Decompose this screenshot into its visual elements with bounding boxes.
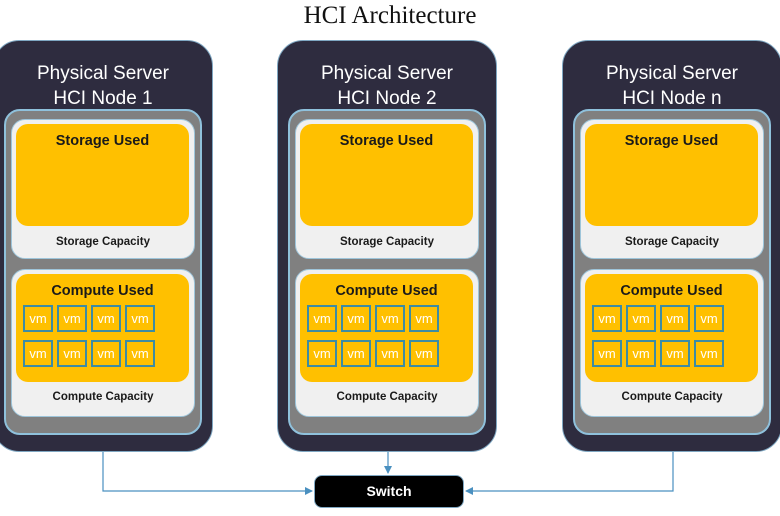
- vm-box: vm: [57, 305, 87, 332]
- storage-used-box: Storage Used: [16, 124, 189, 226]
- vm-box: vm: [307, 340, 337, 367]
- vm-box: vm: [307, 305, 337, 332]
- server-title: Physical Server HCI Node 2: [278, 61, 496, 111]
- node-label: HCI Node 1: [53, 88, 153, 109]
- physical-server-node-2: Physical Server HCI Node 2 Storage Used …: [277, 40, 497, 452]
- vm-box: vm: [57, 340, 87, 367]
- vm-box: vm: [125, 305, 155, 332]
- switch-label: Switch: [366, 483, 412, 499]
- compute-capacity-label: Compute Capacity: [52, 391, 154, 403]
- compute-used-label: Compute Used: [620, 283, 723, 299]
- storage-capacity-label: Storage Capacity: [625, 236, 719, 248]
- storage-capacity-label: Storage Capacity: [340, 236, 434, 248]
- node-label: HCI Node n: [622, 88, 722, 109]
- storage-capacity-box: Storage Used Storage Capacity: [11, 119, 195, 259]
- vm-box: vm: [341, 340, 371, 367]
- server-title: Physical Server HCI Node n: [563, 61, 780, 111]
- connector-node-1-to-switch: [102, 452, 313, 495]
- vm-box: vm: [592, 305, 622, 332]
- vm-box: vm: [626, 340, 656, 367]
- vm-box: vm: [409, 340, 439, 367]
- vm-box: vm: [375, 340, 405, 367]
- vm-box: vm: [375, 305, 405, 332]
- storage-used-label: Storage Used: [55, 133, 150, 149]
- vm-box: vm: [694, 340, 724, 367]
- storage-used-box: Storage Used: [585, 124, 758, 226]
- diagram-title: HCI Architecture: [303, 2, 477, 29]
- vm-box: vm: [626, 305, 656, 332]
- storage-used-box: Storage Used: [300, 124, 473, 226]
- vm-box: vm: [125, 340, 155, 367]
- vm-box: vm: [91, 305, 121, 332]
- vm-box: vm: [694, 305, 724, 332]
- compute-capacity-label: Compute Capacity: [336, 391, 438, 403]
- storage-capacity-label: Storage Capacity: [56, 236, 150, 248]
- vm-box: vm: [592, 340, 622, 367]
- vm-box: vm: [23, 305, 53, 332]
- storage-capacity-box: Storage Used Storage Capacity: [295, 119, 479, 259]
- server-label: Physical Server: [321, 63, 453, 84]
- physical-server-node-1: Physical Server HCI Node 1 Storage Used …: [0, 40, 213, 452]
- storage-used-label: Storage Used: [624, 133, 719, 149]
- vm-box: vm: [91, 340, 121, 367]
- hci-resources-panel: Storage Used Storage Capacity Compute Us…: [4, 109, 202, 435]
- hci-resources-panel: Storage Used Storage Capacity Compute Us…: [573, 109, 771, 435]
- vm-box: vm: [660, 340, 690, 367]
- vm-box: vm: [660, 305, 690, 332]
- node-label: HCI Node 2: [337, 88, 437, 109]
- compute-used-label: Compute Used: [335, 283, 438, 299]
- compute-capacity-label: Compute Capacity: [621, 391, 723, 403]
- vm-box: vm: [409, 305, 439, 332]
- compute-used-label: Compute Used: [51, 283, 154, 299]
- server-title: Physical Server HCI Node 1: [0, 61, 212, 111]
- connector-node-n-to-switch: [465, 452, 674, 495]
- hci-resources-panel: Storage Used Storage Capacity Compute Us…: [288, 109, 486, 435]
- network-switch: Switch: [314, 475, 464, 508]
- storage-used-label: Storage Used: [339, 133, 434, 149]
- physical-server-node-3: Physical Server HCI Node n Storage Used …: [562, 40, 780, 452]
- server-label: Physical Server: [37, 63, 169, 84]
- server-label: Physical Server: [606, 63, 738, 84]
- vm-box: vm: [341, 305, 371, 332]
- vm-box: vm: [23, 340, 53, 367]
- storage-capacity-box: Storage Used Storage Capacity: [580, 119, 764, 259]
